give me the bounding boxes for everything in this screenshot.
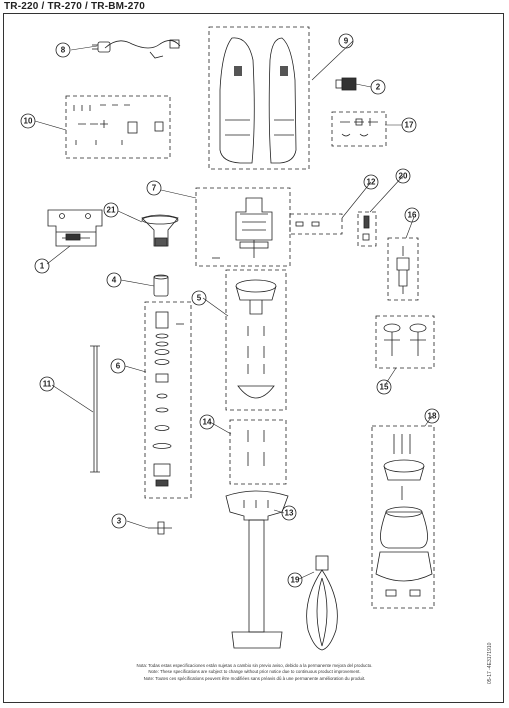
coupler-part (153, 274, 169, 297)
pins-part (229, 419, 287, 485)
callout-circles (20, 33, 440, 588)
drive-shaft-part (90, 345, 100, 473)
note-french: Note: Toutes ces spécifications peuvent … (143, 675, 366, 681)
leader-lines (34, 40, 433, 580)
drawing-frame (3, 13, 504, 703)
callout-8: 8 (61, 46, 66, 55)
callout-18: 18 (428, 412, 437, 421)
callout-11: 11 (43, 380, 52, 389)
callout-12: 12 (367, 178, 376, 187)
callout-3: 3 (117, 517, 122, 526)
motor-housing-part (208, 26, 310, 170)
note-english: Note: These specifications are subject t… (148, 669, 361, 675)
document-title: TR-220 / TR-270 / TR-BM-270 (4, 1, 145, 12)
adaptor-assembly-part (225, 269, 287, 411)
callout-4: 4 (112, 276, 117, 285)
blender-foot-part (225, 490, 289, 649)
callout-17: 17 (405, 121, 414, 130)
whisk-bowl-part (371, 425, 435, 609)
shaft-parts-part (144, 301, 192, 499)
callout-5: 5 (197, 294, 202, 303)
callout-13: 13 (285, 509, 294, 518)
power-cord-part (92, 39, 181, 59)
callout-2: 2 (376, 83, 381, 92)
callout-21: 21 (107, 206, 116, 215)
note-spanish: Nota: Todas estas especificaciones están… (136, 663, 373, 668)
switch-assembly-part (331, 111, 387, 147)
switch-part (335, 77, 357, 91)
double-coupling-part (375, 315, 435, 369)
motor-assembly-part (195, 187, 291, 267)
disclaimer-notes: Nota: Todas estas especificaciones están… (0, 663, 509, 682)
capacitor-part (357, 211, 377, 247)
callout-15: 15 (380, 383, 389, 392)
coupling-part (387, 237, 419, 301)
wall-support-part (47, 209, 103, 247)
funnel-part (141, 214, 179, 247)
document-reference: 05-17 -4E3171910 (487, 642, 493, 684)
callout-7: 7 (152, 184, 157, 193)
blade-part (148, 521, 172, 535)
callout-1: 1 (40, 262, 45, 271)
callout-6: 6 (116, 362, 121, 371)
callout-19: 19 (291, 576, 300, 585)
callout-9: 9 (344, 37, 349, 46)
screws-kit-part (65, 95, 171, 159)
callout-20: 20 (399, 172, 408, 181)
callout-14: 14 (203, 418, 212, 427)
callout-10: 10 (24, 117, 33, 126)
callout-16: 16 (408, 211, 417, 220)
brushes-part (289, 213, 343, 235)
whisk-part (306, 555, 338, 651)
